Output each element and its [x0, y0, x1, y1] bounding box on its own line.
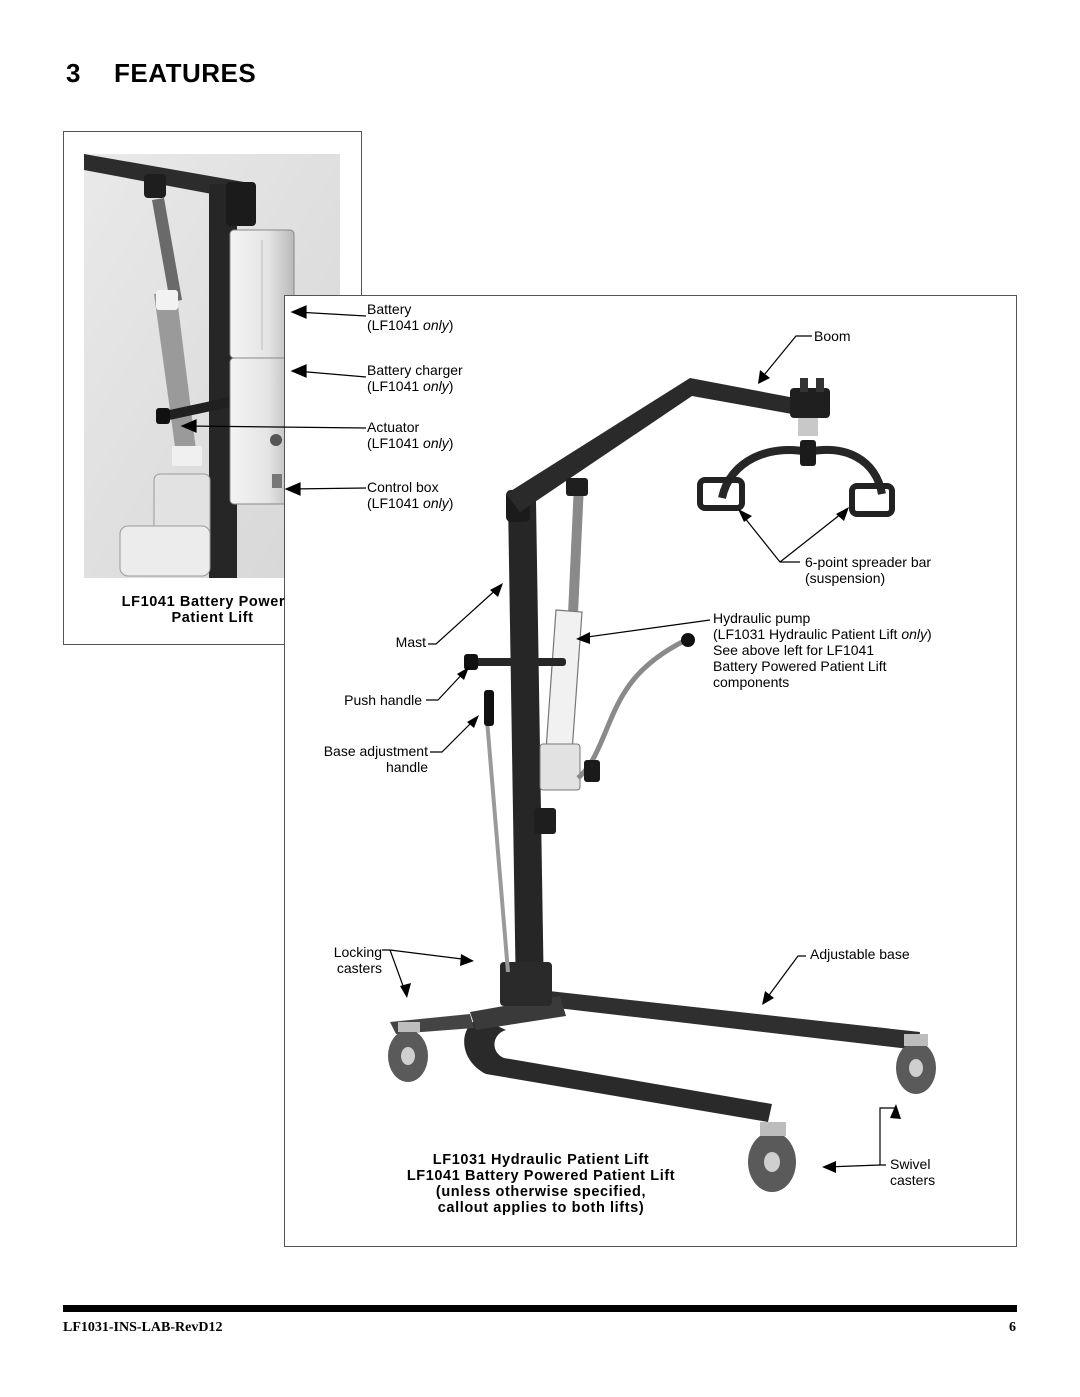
hydraulic-pump-close-paren: )	[927, 626, 932, 642]
section-title: FEATURES	[114, 58, 257, 88]
battery-charger-model-text: (LF1041	[367, 378, 424, 394]
battery-close-paren: )	[448, 317, 454, 333]
control-box-close-paren: )	[448, 495, 454, 511]
hydraulic-pump-label-line-3: See above left for LF1041	[713, 642, 875, 658]
footer-document-id: LF1031-INS-LAB-RevD12	[63, 1320, 223, 1335]
battery-label: Battery (LF1041 only)	[367, 301, 453, 333]
battery-charger-label-line-1: Battery charger	[367, 362, 463, 378]
battery-charger-label: Battery charger (LF1041 only)	[367, 362, 463, 394]
lf1041-detail-photo	[84, 154, 340, 578]
control-box-only-text: only	[423, 495, 449, 511]
main-caption-line-2: LF1041 Battery Powered Patient Lift	[406, 1168, 676, 1184]
swivel-casters-label-line-1: Swivel	[890, 1156, 931, 1172]
lf1041-inset-panel: LF1041 Battery Powered Patient Lift	[63, 131, 362, 645]
swivel-casters-label-line-2: casters	[890, 1172, 936, 1188]
hydraulic-pump-label-line-4: Battery Powered Patient Lift	[713, 658, 887, 674]
footer-rule	[63, 1305, 1017, 1312]
mast-label-text: Mast	[395, 634, 426, 650]
actuator-only-text: only	[423, 435, 449, 451]
locking-casters-label: Locking casters	[300, 944, 382, 976]
adjustable-base-label: Adjustable base	[810, 946, 910, 962]
hydraulic-pump-label-line-2: (LF1031 Hydraulic Patient Lift only)	[713, 626, 932, 642]
control-box-label-line-1: Control box	[367, 479, 439, 495]
adjustable-base-label-text: Adjustable base	[810, 946, 910, 962]
hydraulic-pump-label-line-1: Hydraulic pump	[713, 610, 811, 626]
battery-charger-close-paren: )	[448, 378, 454, 394]
section-number: 3	[66, 58, 81, 88]
locking-casters-label-line-2: casters	[336, 960, 382, 976]
battery-model-text: (LF1041	[367, 317, 424, 333]
actuator-label-line-2: (LF1041 only)	[367, 435, 453, 451]
hydraulic-pump-model-text: (LF1031 Hydraulic Patient Lift	[713, 626, 902, 642]
main-caption-line-1: LF1031 Hydraulic Patient Lift	[432, 1152, 650, 1168]
spreader-bar-label: 6-point spreader bar (suspension)	[805, 554, 931, 586]
push-handle-label-text: Push handle	[344, 692, 422, 708]
base-adjustment-handle-label: Base adjustment handle	[288, 743, 428, 775]
swivel-casters-label: Swivel casters	[890, 1156, 935, 1188]
push-handle-label: Push handle	[304, 692, 422, 708]
battery-charger-label-line-2: (LF1041 only)	[367, 378, 463, 394]
main-figure-caption: LF1031 Hydraulic Patient Lift LF1041 Bat…	[355, 1152, 727, 1216]
boom-label-text: Boom	[814, 328, 851, 344]
control-box-label: Control box (LF1041 only)	[367, 479, 453, 511]
base-adjustment-label-line-1: Base adjustment	[323, 743, 428, 759]
mast-label: Mast	[338, 634, 426, 650]
actuator-model-text: (LF1041	[367, 435, 424, 451]
main-caption-line-4: callout applies to both lifts)	[437, 1200, 645, 1216]
actuator-label: Actuator (LF1041 only)	[367, 419, 453, 451]
battery-label-line-1: Battery	[367, 301, 412, 317]
actuator-close-paren: )	[448, 435, 454, 451]
boom-label: Boom	[814, 328, 851, 344]
base-adjustment-label-line-2: handle	[385, 759, 428, 775]
hydraulic-pump-only-text: only	[901, 626, 928, 642]
main-caption-line-3: (unless otherwise specified,	[435, 1184, 647, 1200]
inset-caption-line-1: LF1041 Battery Powered	[121, 594, 304, 610]
battery-charger-only-text: only	[423, 378, 449, 394]
spreader-bar-label-line-1: 6-point spreader bar	[805, 554, 932, 570]
battery-label-line-2: (LF1041 only)	[367, 317, 453, 333]
battery-only-text: only	[423, 317, 449, 333]
locking-casters-label-line-1: Locking	[333, 944, 382, 960]
actuator-label-line-1: Actuator	[367, 419, 420, 435]
control-box-label-line-2: (LF1041 only)	[367, 495, 453, 511]
spreader-bar-label-line-2: (suspension)	[805, 570, 886, 586]
section-heading: 3 FEATURES	[66, 58, 256, 89]
inset-caption: LF1041 Battery Powered Patient Lift	[64, 594, 361, 626]
footer-page-number: 6	[1009, 1320, 1016, 1335]
hydraulic-pump-label-line-5: components	[713, 674, 790, 690]
inset-caption-line-2: Patient Lift	[171, 610, 254, 626]
hydraulic-pump-label: Hydraulic pump (LF1031 Hydraulic Patient…	[713, 610, 932, 690]
control-box-model-text: (LF1041	[367, 495, 424, 511]
